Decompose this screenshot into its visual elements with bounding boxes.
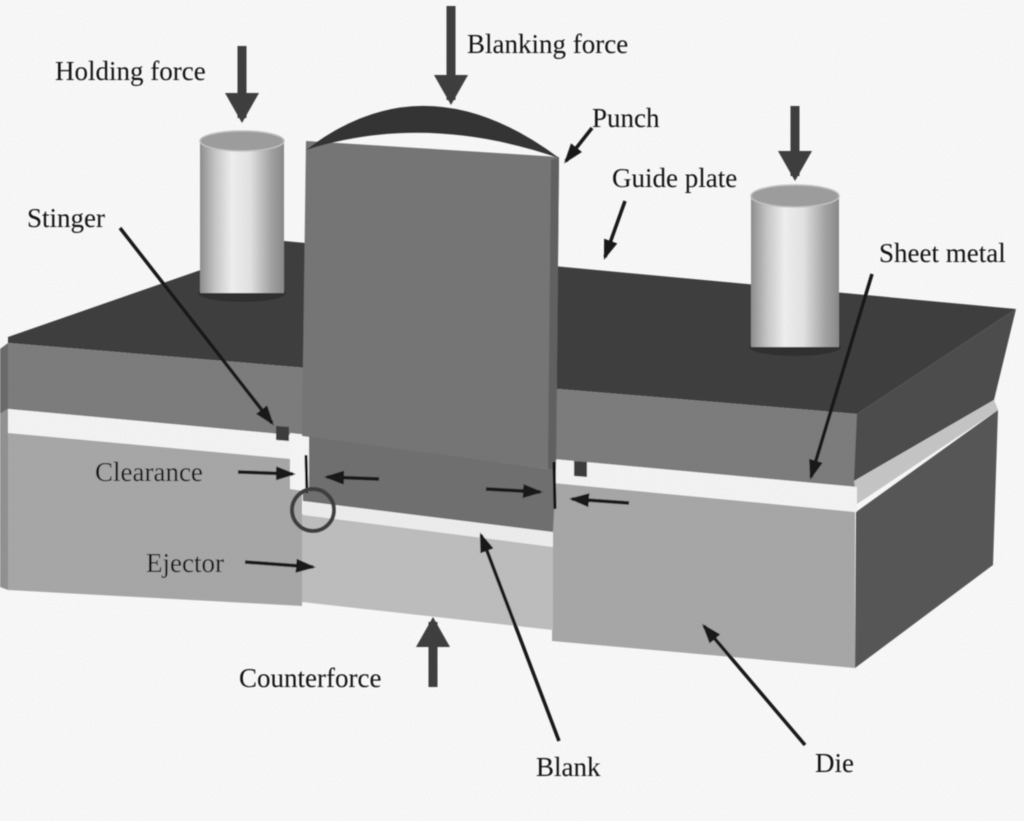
diagram-svg: Holding force Blanking force Punch Guide… xyxy=(0,0,1024,821)
scan-grain-overlay xyxy=(0,0,1024,821)
blanking-diagram: Holding force Blanking force Punch Guide… xyxy=(0,0,1024,821)
